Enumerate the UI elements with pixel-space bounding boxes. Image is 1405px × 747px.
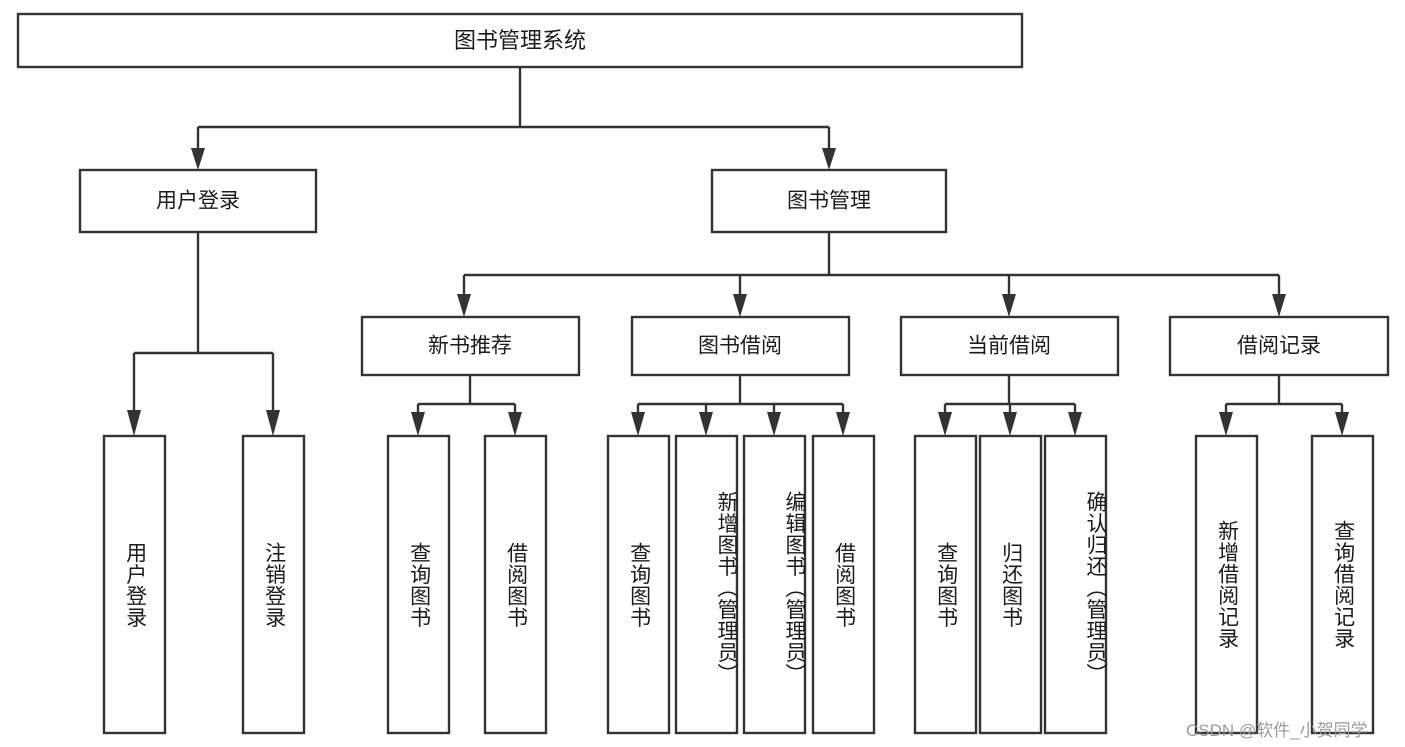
leaf-box-query-books-new[interactable] — [386, 434, 451, 735]
node-book-management-box[interactable] — [710, 168, 948, 234]
connector-group-book-borrow-leaves — [631, 375, 850, 436]
leaf-box-add-borrow-record[interactable] — [1194, 434, 1259, 735]
arrow-book-borrow-leaf-4 — [836, 412, 850, 436]
arrow-to-current-borrow — [1002, 294, 1016, 317]
arrow-to-book-borrow — [733, 294, 747, 317]
arrow-root-to-user-login — [191, 148, 205, 170]
node-borrow-records[interactable]: 借阅记录 — [1168, 315, 1390, 377]
node-book-management[interactable]: 图书管理 — [710, 168, 948, 234]
node-book-borrow-box[interactable] — [630, 315, 851, 377]
node-new-book-recommend[interactable]: 新书推荐 — [360, 315, 581, 377]
leaf-box-confirm-return-admin[interactable] — [1043, 434, 1108, 735]
node-current-borrow[interactable]: 当前借阅 — [899, 315, 1120, 377]
node-current-borrow-box[interactable] — [899, 315, 1120, 377]
leaf-box-group — [102, 434, 1375, 735]
arrow-borrow-records-leaf-1 — [1219, 412, 1233, 436]
node-borrow-records-box[interactable] — [1168, 315, 1390, 377]
arrow-current-borrow-leaf-2 — [1003, 412, 1017, 436]
node-user-login-box[interactable] — [78, 168, 318, 234]
leaf-box-borrow-book[interactable] — [811, 434, 876, 735]
node-root-system[interactable]: 图书管理系统 — [16, 12, 1024, 69]
leaf-box-edit-book-admin[interactable] — [742, 434, 807, 735]
node-user-login[interactable]: 用户登录 — [78, 168, 318, 234]
node-borrow-records-label: 借阅记录 — [1237, 335, 1321, 358]
arrow-root-to-book-mgmt — [822, 148, 836, 170]
leaf-box-query-books-current[interactable] — [913, 434, 978, 735]
arrow-book-borrow-leaf-2 — [699, 412, 713, 436]
leaf-box-add-book-admin[interactable] — [674, 434, 739, 735]
arrow-to-borrow-records — [1272, 294, 1286, 317]
connector-group-current-borrow-leaves — [938, 375, 1082, 436]
leaf-box-logout[interactable] — [241, 434, 306, 735]
arrow-book-borrow-leaf-3 — [767, 412, 781, 436]
arrow-user-login-leaf-2 — [266, 410, 280, 436]
node-book-management-label: 图书管理 — [787, 190, 871, 213]
connector-group-user-login-leaves — [127, 232, 280, 436]
node-new-book-recommend-box[interactable] — [360, 315, 581, 377]
node-root-system-box[interactable] — [16, 12, 1024, 69]
leaf-box-query-books-borrow[interactable] — [606, 434, 671, 735]
connector-group-new-books-leaves — [411, 375, 522, 436]
connector-group-borrow-records-leaves — [1219, 375, 1349, 436]
arrow-to-new-books — [457, 294, 471, 317]
node-book-borrow[interactable]: 图书借阅 — [630, 315, 851, 377]
connector-group-book-mgmt — [457, 232, 1286, 317]
leaf-box-query-borrow-record[interactable] — [1310, 434, 1375, 735]
arrow-current-borrow-leaf-3 — [1068, 412, 1082, 436]
connector-group-root — [191, 67, 836, 170]
leaf-box-borrow-books-new[interactable] — [483, 434, 548, 735]
leaf-box-user-login[interactable] — [102, 434, 167, 735]
arrow-borrow-records-leaf-2 — [1335, 412, 1349, 436]
node-user-login-label: 用户登录 — [156, 190, 240, 213]
arrow-user-login-leaf-1 — [127, 410, 141, 436]
arrow-new-books-leaf-2 — [508, 412, 522, 436]
node-root-system-label: 图书管理系统 — [454, 28, 586, 53]
node-current-borrow-label: 当前借阅 — [967, 335, 1051, 358]
arrow-new-books-leaf-1 — [411, 412, 425, 436]
csdn-watermark: CSDN @软件_小贺同学 — [1186, 721, 1368, 740]
leaf-box-return-book[interactable] — [978, 434, 1043, 735]
arrow-book-borrow-leaf-1 — [631, 412, 645, 436]
node-new-book-recommend-label: 新书推荐 — [428, 335, 512, 358]
node-book-borrow-label: 图书借阅 — [698, 335, 782, 358]
arrow-current-borrow-leaf-1 — [938, 412, 952, 436]
